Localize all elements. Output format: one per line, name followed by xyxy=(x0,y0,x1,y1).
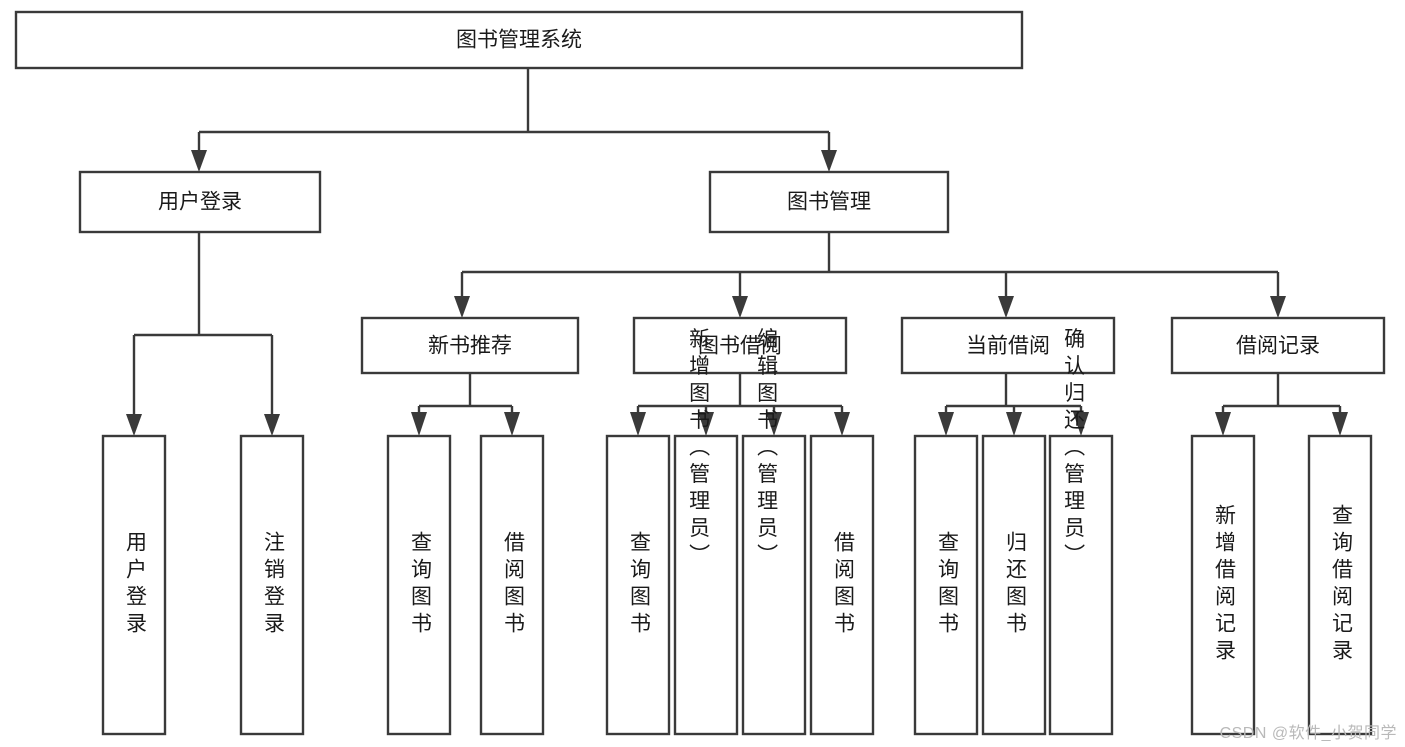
arrow-head-leaf-borrow-book-2 xyxy=(834,412,850,436)
node-current-borrow[interactable]: 当前借阅 xyxy=(900,316,1116,375)
node-leaf-return-book-box[interactable] xyxy=(981,434,1047,736)
node-new-book-rec-label: 新书推荐 xyxy=(428,335,512,358)
node-leaf-query-record-box[interactable] xyxy=(1307,434,1373,736)
node-leaf-query-book-2[interactable]: 查询图书 xyxy=(605,434,671,736)
arrow-head-book-manage xyxy=(821,150,837,172)
node-leaf-query-book-1-box[interactable] xyxy=(386,434,452,736)
node-user-login-box[interactable] xyxy=(78,170,322,234)
node-leaf-user-login-label: 用户登录 xyxy=(123,531,147,639)
arrow-head-user-login xyxy=(191,150,207,172)
arrow-head-leaf-query-book-1 xyxy=(411,412,427,436)
node-leaf-logout-label: 注销登录 xyxy=(261,531,285,639)
arrow-head-leaf-query-book-3 xyxy=(938,412,954,436)
arrow-head-leaf-return-book xyxy=(1006,412,1022,436)
node-borrow-record-label: 借阅记录 xyxy=(1236,335,1320,358)
node-leaf-borrow-book-2-box[interactable] xyxy=(809,434,875,736)
node-leaf-edit-book-box[interactable] xyxy=(741,434,807,736)
arrow-head-leaf-add-book xyxy=(698,412,714,436)
node-leaf-add-book-box[interactable] xyxy=(673,434,739,736)
node-book-manage-box[interactable] xyxy=(708,170,950,234)
node-leaf-add-record-box[interactable] xyxy=(1190,434,1256,736)
node-user-login[interactable]: 用户登录 xyxy=(78,170,322,234)
node-leaf-logout-box[interactable] xyxy=(239,434,305,736)
node-book-borrow-box[interactable] xyxy=(632,316,848,375)
arrow-head-leaf-confirm-return xyxy=(1073,412,1089,436)
node-leaf-logout[interactable]: 注销登录 xyxy=(239,434,305,736)
node-root[interactable]: 图书管理系统 xyxy=(14,10,1024,70)
arrow-head-leaf-logout xyxy=(264,414,280,436)
arrow-head-borrow-record xyxy=(1270,296,1286,318)
node-current-borrow-box[interactable] xyxy=(900,316,1116,375)
node-leaf-return-book-label: 归还图书 xyxy=(1003,531,1027,639)
arrow-head-book-borrow xyxy=(732,296,748,318)
arrow-head-leaf-add-record xyxy=(1215,412,1231,436)
arrow-head-leaf-query-record xyxy=(1332,412,1348,436)
node-leaf-query-book-2-label: 查询图书 xyxy=(627,531,651,639)
node-leaf-query-book-2-box[interactable] xyxy=(605,434,671,736)
arrow-head-current-borrow xyxy=(998,296,1014,318)
node-leaf-query-book-3-box[interactable] xyxy=(913,434,979,736)
node-leaf-return-book[interactable]: 归还图书 xyxy=(981,434,1047,736)
node-leaf-borrow-book-2-label: 借阅图书 xyxy=(831,531,855,639)
arrow-head-leaf-query-book-2 xyxy=(630,412,646,436)
node-user-login-label: 用户登录 xyxy=(158,191,242,214)
arrow-head-leaf-user-login xyxy=(126,414,142,436)
node-book-manage[interactable]: 图书管理 xyxy=(708,170,950,234)
node-current-borrow-label: 当前借阅 xyxy=(966,335,1050,358)
node-book-manage-label: 图书管理 xyxy=(787,191,871,214)
node-leaf-query-record[interactable]: 查询借阅记录 xyxy=(1307,434,1373,736)
node-leaf-edit-book[interactable]: 编辑图书（管理员） xyxy=(741,328,807,736)
node-new-book-rec-box[interactable] xyxy=(360,316,580,375)
arrow-head-leaf-edit-book xyxy=(766,412,782,436)
node-borrow-record-box[interactable] xyxy=(1170,316,1386,375)
node-leaf-user-login[interactable]: 用户登录 xyxy=(101,434,167,736)
node-leaf-borrow-book-1-box[interactable] xyxy=(479,434,545,736)
node-leaf-query-book-1-label: 查询图书 xyxy=(408,531,432,639)
node-leaf-query-book-3[interactable]: 查询图书 xyxy=(913,434,979,736)
node-leaf-confirm-return[interactable]: 确认归还（管理员） xyxy=(1048,328,1114,736)
node-leaf-query-book-1[interactable]: 查询图书 xyxy=(386,434,452,736)
arrow-head-leaf-borrow-book-1 xyxy=(504,412,520,436)
node-leaf-edit-book-label: 编辑图书（管理员） xyxy=(755,328,779,571)
node-new-book-rec[interactable]: 新书推荐 xyxy=(360,316,580,375)
node-borrow-record[interactable]: 借阅记录 xyxy=(1170,316,1386,375)
node-leaf-add-record[interactable]: 新增借阅记录 xyxy=(1190,434,1256,736)
node-leaf-confirm-return-box[interactable] xyxy=(1048,434,1114,736)
node-leaf-borrow-book-1[interactable]: 借阅图书 xyxy=(479,434,545,736)
node-leaf-user-login-box[interactable] xyxy=(101,434,167,736)
node-leaf-borrow-book-2[interactable]: 借阅图书 xyxy=(809,434,875,736)
node-leaf-add-book-label: 新增图书（管理员） xyxy=(687,328,711,571)
connector-layer xyxy=(126,68,1348,436)
node-leaf-query-book-3-label: 查询图书 xyxy=(935,531,959,639)
node-leaf-borrow-book-1-label: 借阅图书 xyxy=(501,531,525,639)
arrow-head-new-book-rec xyxy=(454,296,470,318)
node-book-borrow[interactable]: 图书借阅 xyxy=(632,316,848,375)
node-root-box[interactable] xyxy=(14,10,1024,70)
node-leaf-confirm-return-label: 确认归还（管理员） xyxy=(1062,328,1086,571)
node-book-borrow-label: 图书借阅 xyxy=(698,335,782,358)
node-root-label: 图书管理系统 xyxy=(456,29,582,52)
node-leaf-add-record-label: 新增借阅记录 xyxy=(1212,504,1236,666)
node-leaf-add-book[interactable]: 新增图书（管理员） xyxy=(673,328,739,736)
node-leaf-query-record-label: 查询借阅记录 xyxy=(1329,504,1353,666)
